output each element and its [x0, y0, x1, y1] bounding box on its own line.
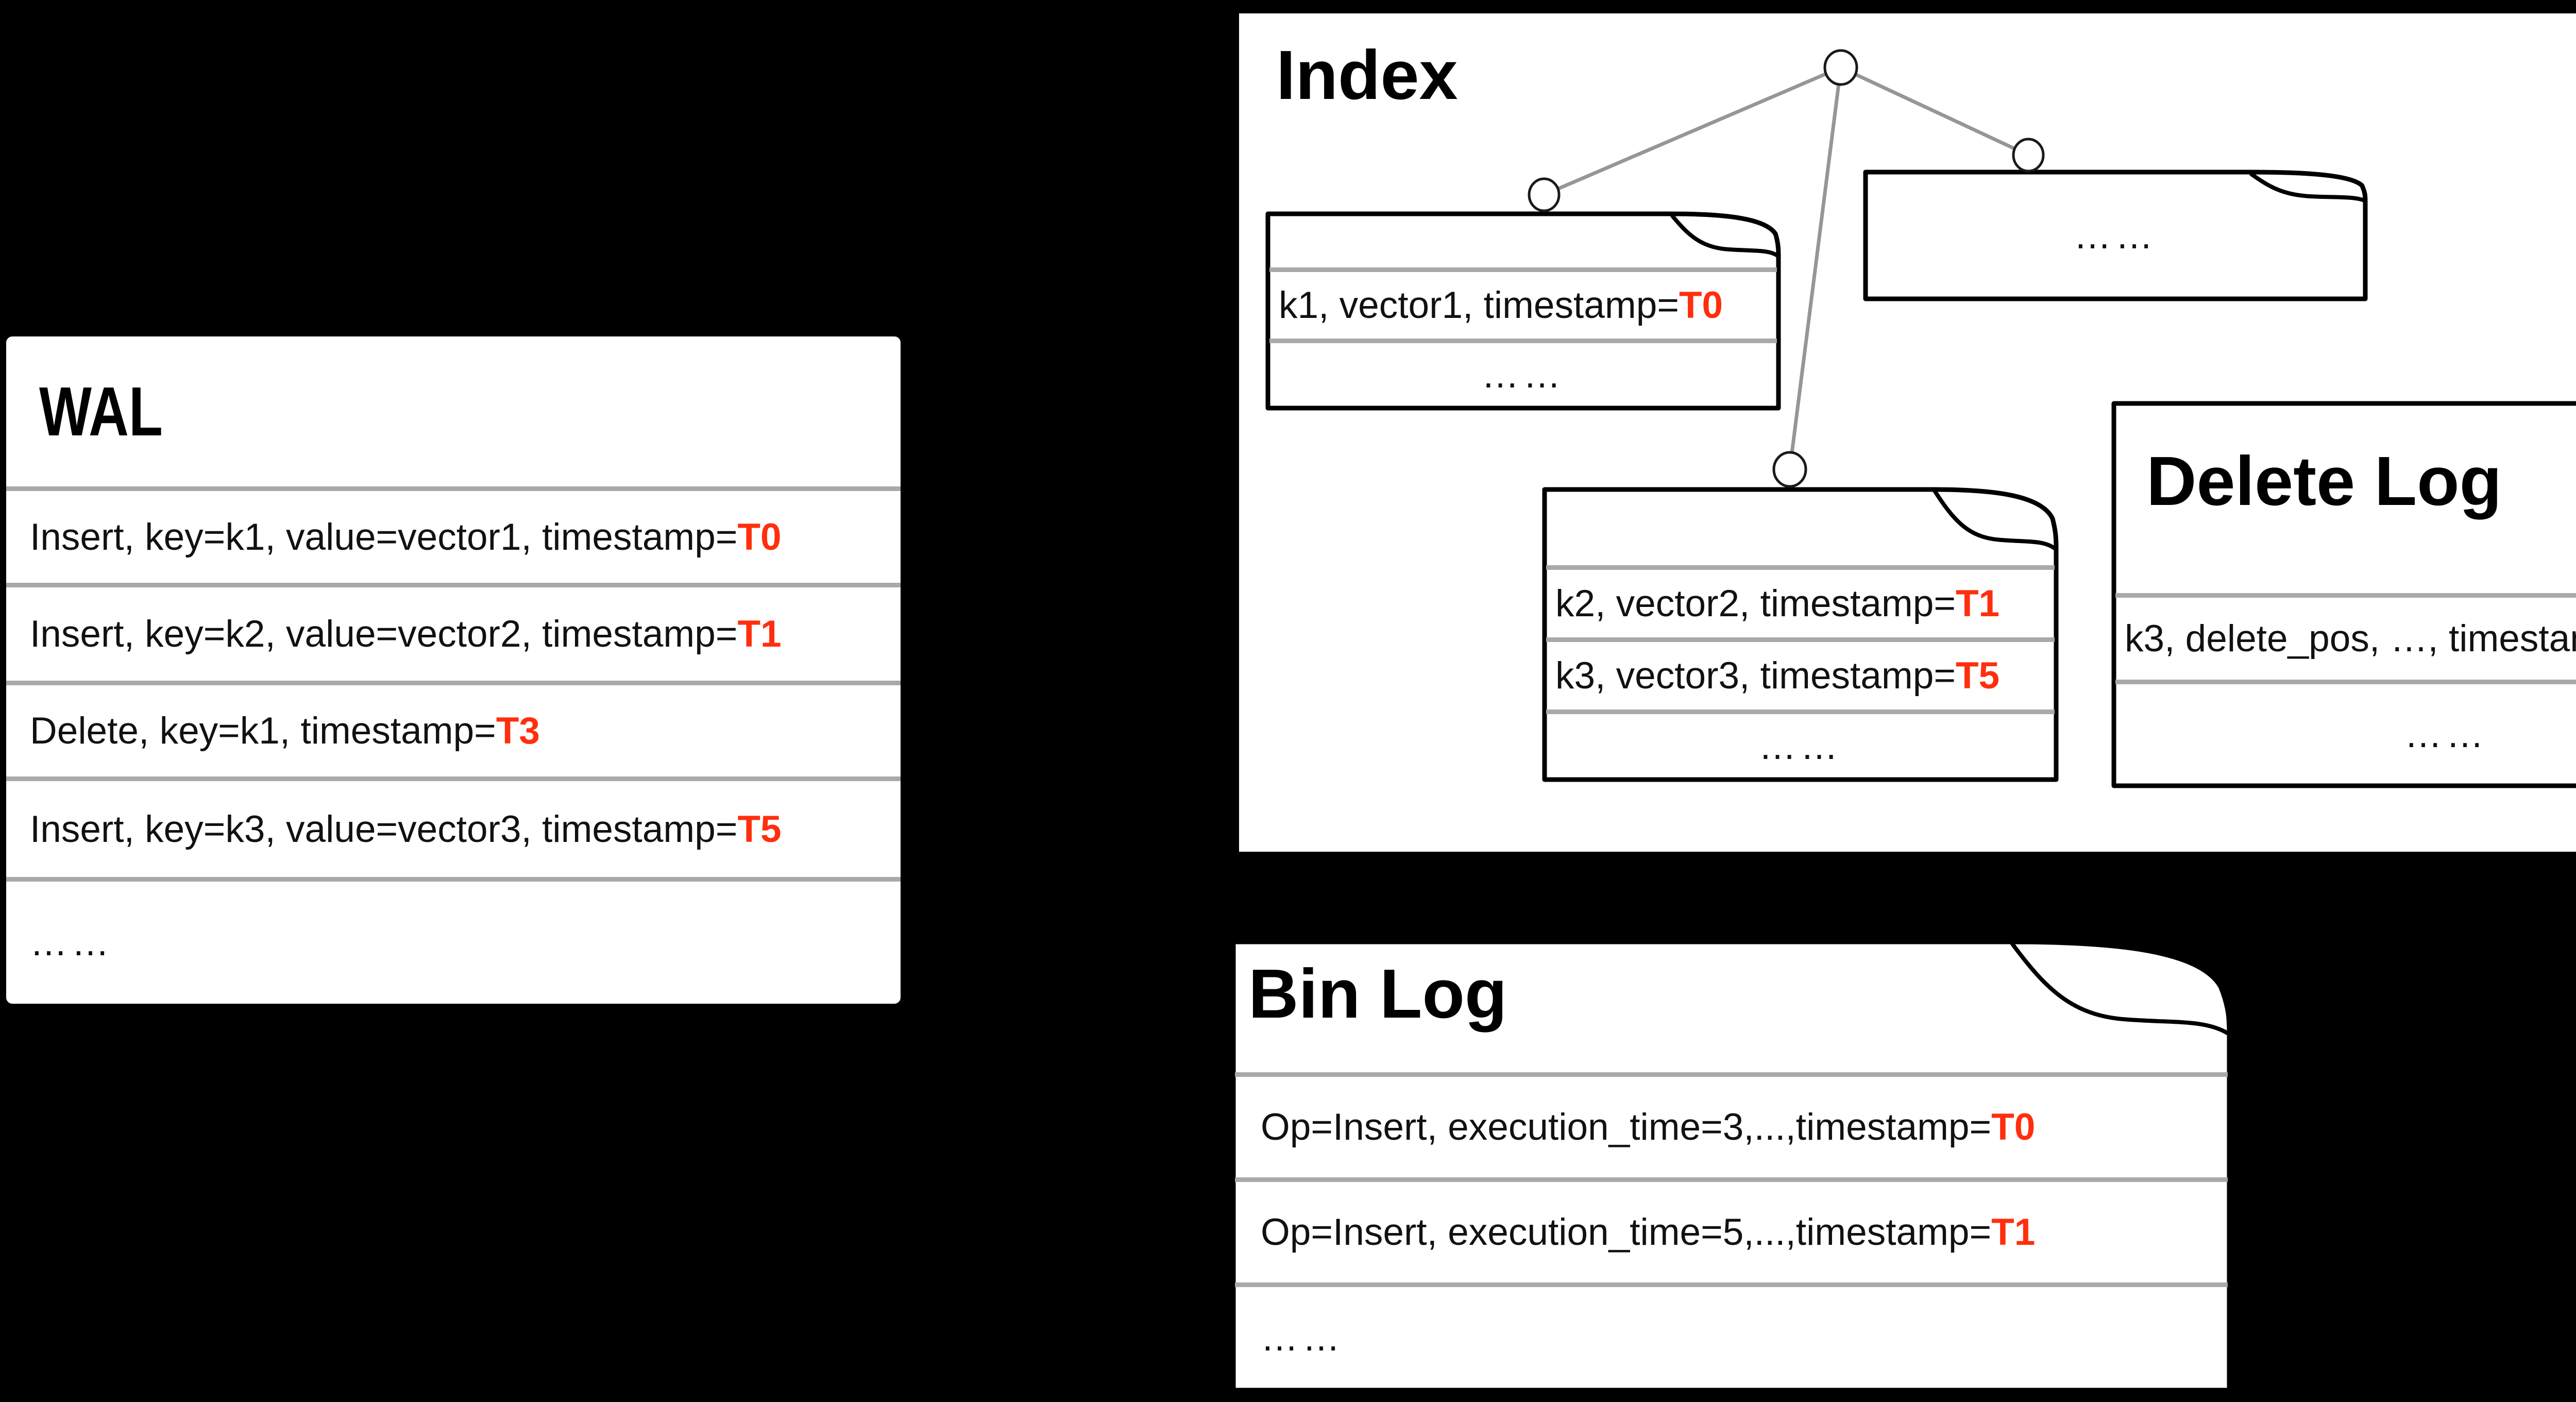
timestamp-value: T0	[737, 516, 782, 558]
bin-log-row: Op=Insert, execution_time=5,...,timestam…	[1235, 1177, 2228, 1282]
index-segment-file-3: k2, vector2, timestamp=T1 k3, vector3, t…	[1542, 487, 2059, 782]
wal-row: Insert, key=k1, value=vector1, timestamp…	[6, 486, 901, 583]
delete-log-file: Delete Log k3, delete_pos, …, timestamp=…	[2111, 401, 2576, 788]
timestamp-value: T5	[737, 808, 782, 850]
timestamp-value: T1	[737, 613, 782, 655]
tree-edge	[1543, 65, 1842, 197]
wal-row-text: Insert, key=k3, value=vector3, timestamp…	[30, 808, 738, 850]
tree-root-node	[1823, 49, 1858, 86]
wal-row: Insert, key=k2, value=vector2, timestamp…	[6, 583, 901, 681]
segment-row: k2, vector2, timestamp=T1	[1546, 565, 2055, 637]
index-title-block: Index	[1276, 40, 1458, 110]
segment-row: k1, vector1, timestamp=T0	[1269, 267, 1777, 339]
wal-title: WAL	[39, 373, 163, 450]
segment-row-text: k2, vector2, timestamp=	[1555, 583, 1956, 624]
wal-panel: WAL Insert, key=k1, value=vector1, times…	[6, 336, 901, 1004]
tree-edge	[1840, 65, 2029, 157]
segment-file-3-content: k2, vector2, timestamp=T1 k3, vector3, t…	[1546, 491, 2055, 778]
timestamp-value: T5	[1955, 655, 2000, 697]
delete-log-row-ellipsis: ……	[2115, 680, 2576, 784]
segment-file-1-content: k1, vector1, timestamp=T0 ……	[1269, 215, 1777, 407]
tree-edge	[1788, 67, 1843, 470]
wal-row-text: Delete, key=k1, timestamp=	[30, 710, 496, 752]
tree-node	[1528, 177, 1561, 212]
bin-log-row-text: Op=Insert, execution_time=5,...,timestam…	[1261, 1211, 1992, 1253]
bin-log-file: Bin Log Op=Insert, execution_time=3,...,…	[1231, 939, 2232, 1393]
timestamp-value: T0	[1991, 1106, 2036, 1148]
page-outline	[1542, 487, 2059, 782]
segment-row-ellipsis: ……	[1546, 710, 2055, 778]
wal-row-text: ……	[30, 922, 113, 964]
index-segment-file-2: ……	[1863, 170, 2368, 301]
tree-node	[1772, 451, 1807, 488]
wal-row-ellipsis: ……	[6, 877, 901, 1004]
bin-log-row-text: ……	[1261, 1317, 1344, 1359]
page-outline	[1265, 211, 1781, 411]
bin-log-row-ellipsis: ……	[1235, 1282, 2228, 1389]
bin-log-content: Bin Log Op=Insert, execution_time=3,...,…	[1235, 943, 2228, 1389]
index-tree	[1528, 49, 2045, 488]
bin-log-title-block: Bin Log	[1235, 943, 2228, 1072]
timestamp-value: T1	[1991, 1211, 2036, 1253]
index-panel: Index k1, vector1, timestamp=T0 ……	[1234, 8, 2576, 857]
delete-log-row-text: ……	[2404, 713, 2488, 755]
timestamp-value: T1	[1955, 583, 2000, 624]
delete-log-row: k3, delete_pos, …, timestamp=T3	[2115, 593, 2576, 680]
tree-node	[2012, 138, 2045, 173]
timestamp-value: T0	[1679, 284, 1723, 326]
wal-row: Insert, key=k3, value=vector3, timestamp…	[6, 776, 901, 877]
delete-log-content: Delete Log k3, delete_pos, …, timestamp=…	[2115, 405, 2576, 784]
bin-log-row-text: Op=Insert, execution_time=3,...,timestam…	[1261, 1106, 1992, 1148]
segment-file-2-content: ……	[1867, 174, 2364, 297]
index-title: Index	[1276, 36, 1458, 114]
wal-title-block: WAL	[6, 336, 901, 486]
segment-row-text: ……	[1481, 354, 1565, 396]
delete-log-title-block: Delete Log	[2115, 405, 2576, 593]
segment-row: k3, vector3, timestamp=T5	[1546, 637, 2055, 710]
segment-row-ellipsis: ……	[1269, 339, 1777, 407]
index-segment-file-1: k1, vector1, timestamp=T0 ……	[1265, 211, 1781, 411]
segment-row-text: ……	[1758, 725, 1842, 767]
timestamp-value: T3	[496, 710, 540, 752]
segment-row-ellipsis: ……	[2074, 214, 2157, 257]
wal-row-text: Insert, key=k2, value=vector2, timestamp…	[30, 613, 738, 655]
wal-row: Delete, key=k1, timestamp=T3	[6, 681, 901, 776]
page-outline	[1863, 170, 2368, 301]
bin-log-title: Bin Log	[1248, 955, 1507, 1033]
wal-row-text: Insert, key=k1, value=vector1, timestamp…	[30, 516, 738, 558]
segment-row-text: k1, vector1, timestamp=	[1279, 284, 1679, 326]
bin-log-row: Op=Insert, execution_time=3,...,timestam…	[1235, 1072, 2228, 1177]
segment-row-text: k3, vector3, timestamp=	[1555, 655, 1956, 697]
delete-log-row-text: k3, delete_pos, …, timestamp=	[2125, 618, 2576, 660]
page-outline	[1231, 939, 2232, 1393]
delete-log-title: Delete Log	[2146, 442, 2502, 520]
